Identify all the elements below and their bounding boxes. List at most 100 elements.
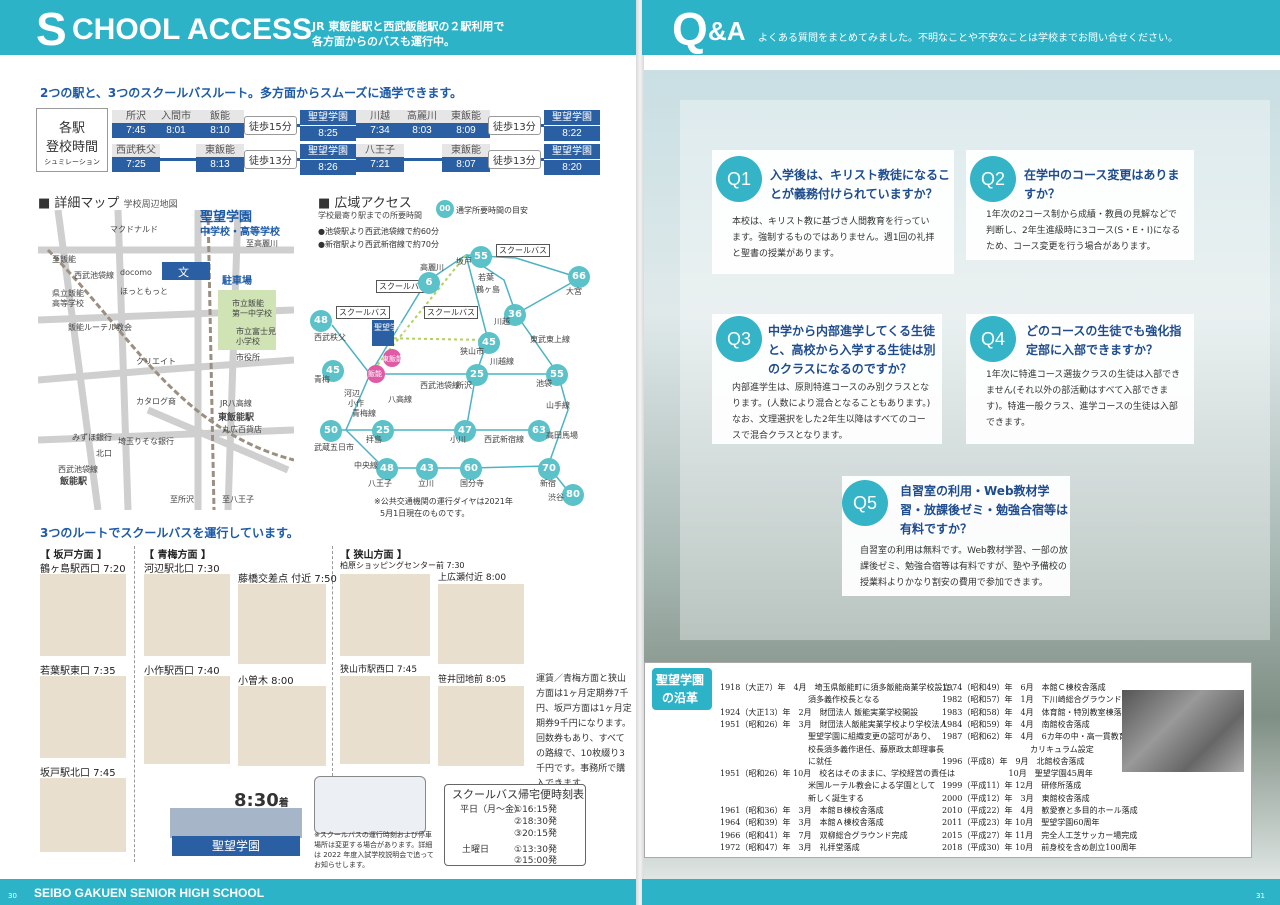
map-label: 至八王子 xyxy=(222,495,254,504)
school-building xyxy=(170,808,302,838)
arrive-time: 8:30着 xyxy=(234,790,289,811)
q3-body: 内部進学生は、原則特進コースのみ別クラスとなります。(人数により混合となることも… xyxy=(732,383,931,441)
walk-label: 徒歩13分 xyxy=(488,116,541,135)
map-label: カタログ商 xyxy=(136,397,176,406)
walk-label: 徒歩15分 xyxy=(244,116,297,135)
history-entry: 2018（平成30）年 10月 前身校を含め創立100周年 xyxy=(942,842,1137,852)
map-label: 市役所 xyxy=(236,353,260,362)
history-entry: 1972（昭和47）年 3月 礼拝堂落成 xyxy=(720,842,860,852)
timetable-w2: ②18:30発 xyxy=(514,817,558,827)
stop-time: 藤橋交差点 付近 7:50 xyxy=(238,574,337,585)
q2-body: 1年次の2コース制から成績・教員の見解などで判断し、2年生進級時に3コース(S・… xyxy=(986,210,1181,252)
time-node: 63 xyxy=(528,420,550,442)
map-label: 県立飯能 xyxy=(52,289,84,298)
stop-time: 上広瀬付近 8:00 xyxy=(438,573,507,583)
map-label: 至飯能 xyxy=(52,255,76,264)
time-node: 66 xyxy=(568,266,590,288)
legend-node: 00 xyxy=(436,200,454,218)
time-node: 47 xyxy=(454,420,476,442)
history-entry: 1924（大正13）年 2月 財団法人 飯能実業学校開設 xyxy=(720,707,919,717)
bus-intro: 3つのルートでスクールバスを運行しています。 xyxy=(40,526,299,540)
place-label: 鶴ヶ島 xyxy=(476,285,500,294)
place-label: 川越 xyxy=(494,317,510,326)
timetable-sat: 土曜日 xyxy=(462,845,490,855)
map-label: 高等学校 xyxy=(52,299,84,308)
left-header-bar xyxy=(0,0,638,55)
timing-label-box: 各駅 登校時間 シュミレーション xyxy=(36,108,108,172)
history-title-2: の沿革 xyxy=(662,691,699,705)
timetable-s2: ②15:00発 xyxy=(514,856,558,866)
time-node: 25 xyxy=(372,420,394,442)
map-label: みずほ銀行 xyxy=(72,433,112,442)
wide-map-sub: 学校最寄り駅までの所要時間 xyxy=(318,211,422,220)
time-node: 50 xyxy=(320,420,342,442)
stop-time: 小曽木 8:00 xyxy=(238,676,294,687)
time-node: 55 xyxy=(546,364,568,386)
map-label: 西武池袋線 xyxy=(58,465,98,474)
page-right: 31 xyxy=(1256,892,1265,900)
time-node: 36 xyxy=(504,304,526,326)
map-label: 丸広百貨店 xyxy=(222,425,262,434)
history-entry: に就任 xyxy=(720,756,832,766)
time-node: 6 xyxy=(418,272,440,294)
map-label: 第一中学校 xyxy=(232,309,272,318)
arrive-school: 聖望学園 xyxy=(172,836,300,856)
right-footer xyxy=(642,879,1280,905)
fare-text: 運賃／青梅方面と狭山方面は1ヶ月定期券7千円、坂戸方面は1ヶ月定期券9千円になり… xyxy=(536,674,632,789)
history-entry: 聖望学園に組織変更の認可があり、 xyxy=(720,732,936,742)
wide-map-legend: 通学所要時間の目安 xyxy=(456,206,528,215)
walk-label: 徒歩13分 xyxy=(244,150,297,169)
page-left: 30 xyxy=(8,892,17,900)
history-entry: 1987（昭和62）年 4月 6カ年の中・高一貫教育 xyxy=(942,732,1127,742)
stop-time: 若葉駅東口 7:35 xyxy=(40,666,116,677)
history-entry: 1951（昭和26）年 3月 財団法人飯能実業学校より学校法人 xyxy=(720,719,948,729)
place-label: 川越線 xyxy=(490,357,514,366)
left-footer xyxy=(0,879,638,905)
divider xyxy=(134,546,136,862)
q2-title: 在学中のコース変更はありますか？ xyxy=(1024,168,1180,201)
header-qa-sub: よくある質問をまとめてみました。不明なことや不安なことは学校までお問い合せくださ… xyxy=(758,33,1178,44)
time-node: 48 xyxy=(310,310,332,332)
map-label: 北口 xyxy=(96,449,112,458)
history-entry: 2015（平成27）年 11月 完全人工芝サッカー場完成 xyxy=(942,830,1138,840)
map-label: 市立富士見 xyxy=(236,327,276,336)
place-label: 国分寺 xyxy=(460,479,484,488)
header-sub1: JR 東飯能駅と西武飯能駅の２駅利用で xyxy=(312,20,505,33)
place-label: 西武秩父 xyxy=(314,333,346,342)
q1-body: 本校は、キリスト教に基づき人間教育を行っています。強制するものではありません。週… xyxy=(732,217,935,259)
route-head-sayama: 【 狭山方面 】 xyxy=(340,550,407,561)
map-label: 飯能ルーテル教会 xyxy=(68,323,132,332)
detail-map-title: ■ 詳細マップ 学校周辺地図 xyxy=(38,196,178,211)
timetable-s1: ①13:30発 xyxy=(514,845,558,855)
q5-title: 自習室の利用・Web教材学習・放課後ゼミ・勉強合宿等は有料ですか？ xyxy=(900,484,1069,536)
place-label: 拝島 xyxy=(366,435,382,444)
stop-map xyxy=(238,686,326,766)
map-label: 埼玉りそな銀行 xyxy=(118,437,174,446)
time-node: 25 xyxy=(466,364,488,386)
time-node: 48 xyxy=(376,458,398,480)
place-label: 渋谷 xyxy=(548,493,564,502)
wide-map-note1: ●池袋駅より西武池袋線で約60分 xyxy=(318,227,439,236)
route-head-sakado: 【 坂戸方面 】 xyxy=(40,550,107,561)
stop-map xyxy=(144,676,230,764)
stop-time: 河辺駅北口 7:30 xyxy=(144,564,220,575)
stop-map xyxy=(438,686,524,766)
place-label: 八王子 xyxy=(368,479,392,488)
history-entry: 2011（平成23）年 10月 聖望学園60周年 xyxy=(942,818,1100,828)
bus-callout: スクールバス xyxy=(496,244,550,257)
header-big-s: S xyxy=(36,3,67,55)
place-label: 大宮 xyxy=(566,287,582,296)
map-label: 小学校 xyxy=(236,337,260,346)
wide-higashi-label: 東飯能 xyxy=(382,355,403,363)
wide-map-foot1: ※公共交通機関の運行ダイヤは2021年 xyxy=(374,497,513,506)
bus-callout: スクールバス xyxy=(336,306,390,319)
place-label: 西武池袋線 xyxy=(420,381,460,390)
time-node: 60 xyxy=(460,458,482,480)
stop-map xyxy=(144,574,230,656)
